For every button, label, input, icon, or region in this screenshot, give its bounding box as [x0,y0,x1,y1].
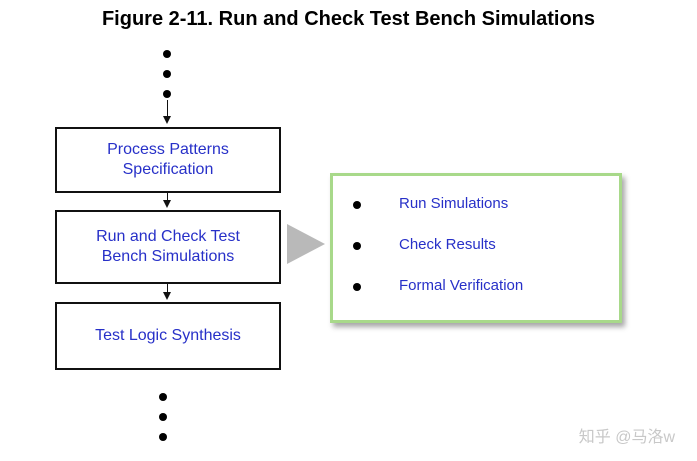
connector-line [167,284,168,292]
connector-line [167,193,168,200]
continuation-dot [159,413,167,421]
step-run-and-check-test-bench-simulations: Run and Check Test Bench Simulations [55,210,281,284]
expand-pointer-icon [287,224,325,264]
detail-item-run-simulations: Run Simulations [333,194,613,216]
step-process-patterns-specification: Process Patterns Specification [55,127,281,193]
continuation-dot [159,433,167,441]
detail-panel: Run Simulations Check Results Formal Ver… [330,173,622,323]
continuation-dot [163,70,171,78]
figure-title: Figure 2-11. Run and Check Test Bench Si… [101,8,596,30]
continuation-dot [159,393,167,401]
bullet-icon [353,242,361,250]
bullet-icon [353,201,361,209]
step-label: Test Logic Synthesis [95,327,241,344]
detail-item-label: Run Simulations [399,195,509,212]
bullet-icon [353,283,361,291]
down-arrow-icon [163,200,171,208]
step-label: Process Patterns Specification [107,141,229,178]
detail-item-label: Formal Verification [399,277,524,294]
down-arrow-icon [163,116,171,124]
down-arrow-icon [163,292,171,300]
detail-item-label: Check Results [399,236,496,253]
continuation-dot [163,90,171,98]
connector-line [167,100,168,116]
detail-item-formal-verification: Formal Verification [333,276,613,298]
watermark: 知乎 @马洛w [578,429,675,446]
detail-item-check-results: Check Results [333,235,613,257]
step-label: Run and Check Test Bench Simulations [96,228,240,265]
continuation-dot [163,50,171,58]
step-test-logic-synthesis: Test Logic Synthesis [55,302,281,370]
